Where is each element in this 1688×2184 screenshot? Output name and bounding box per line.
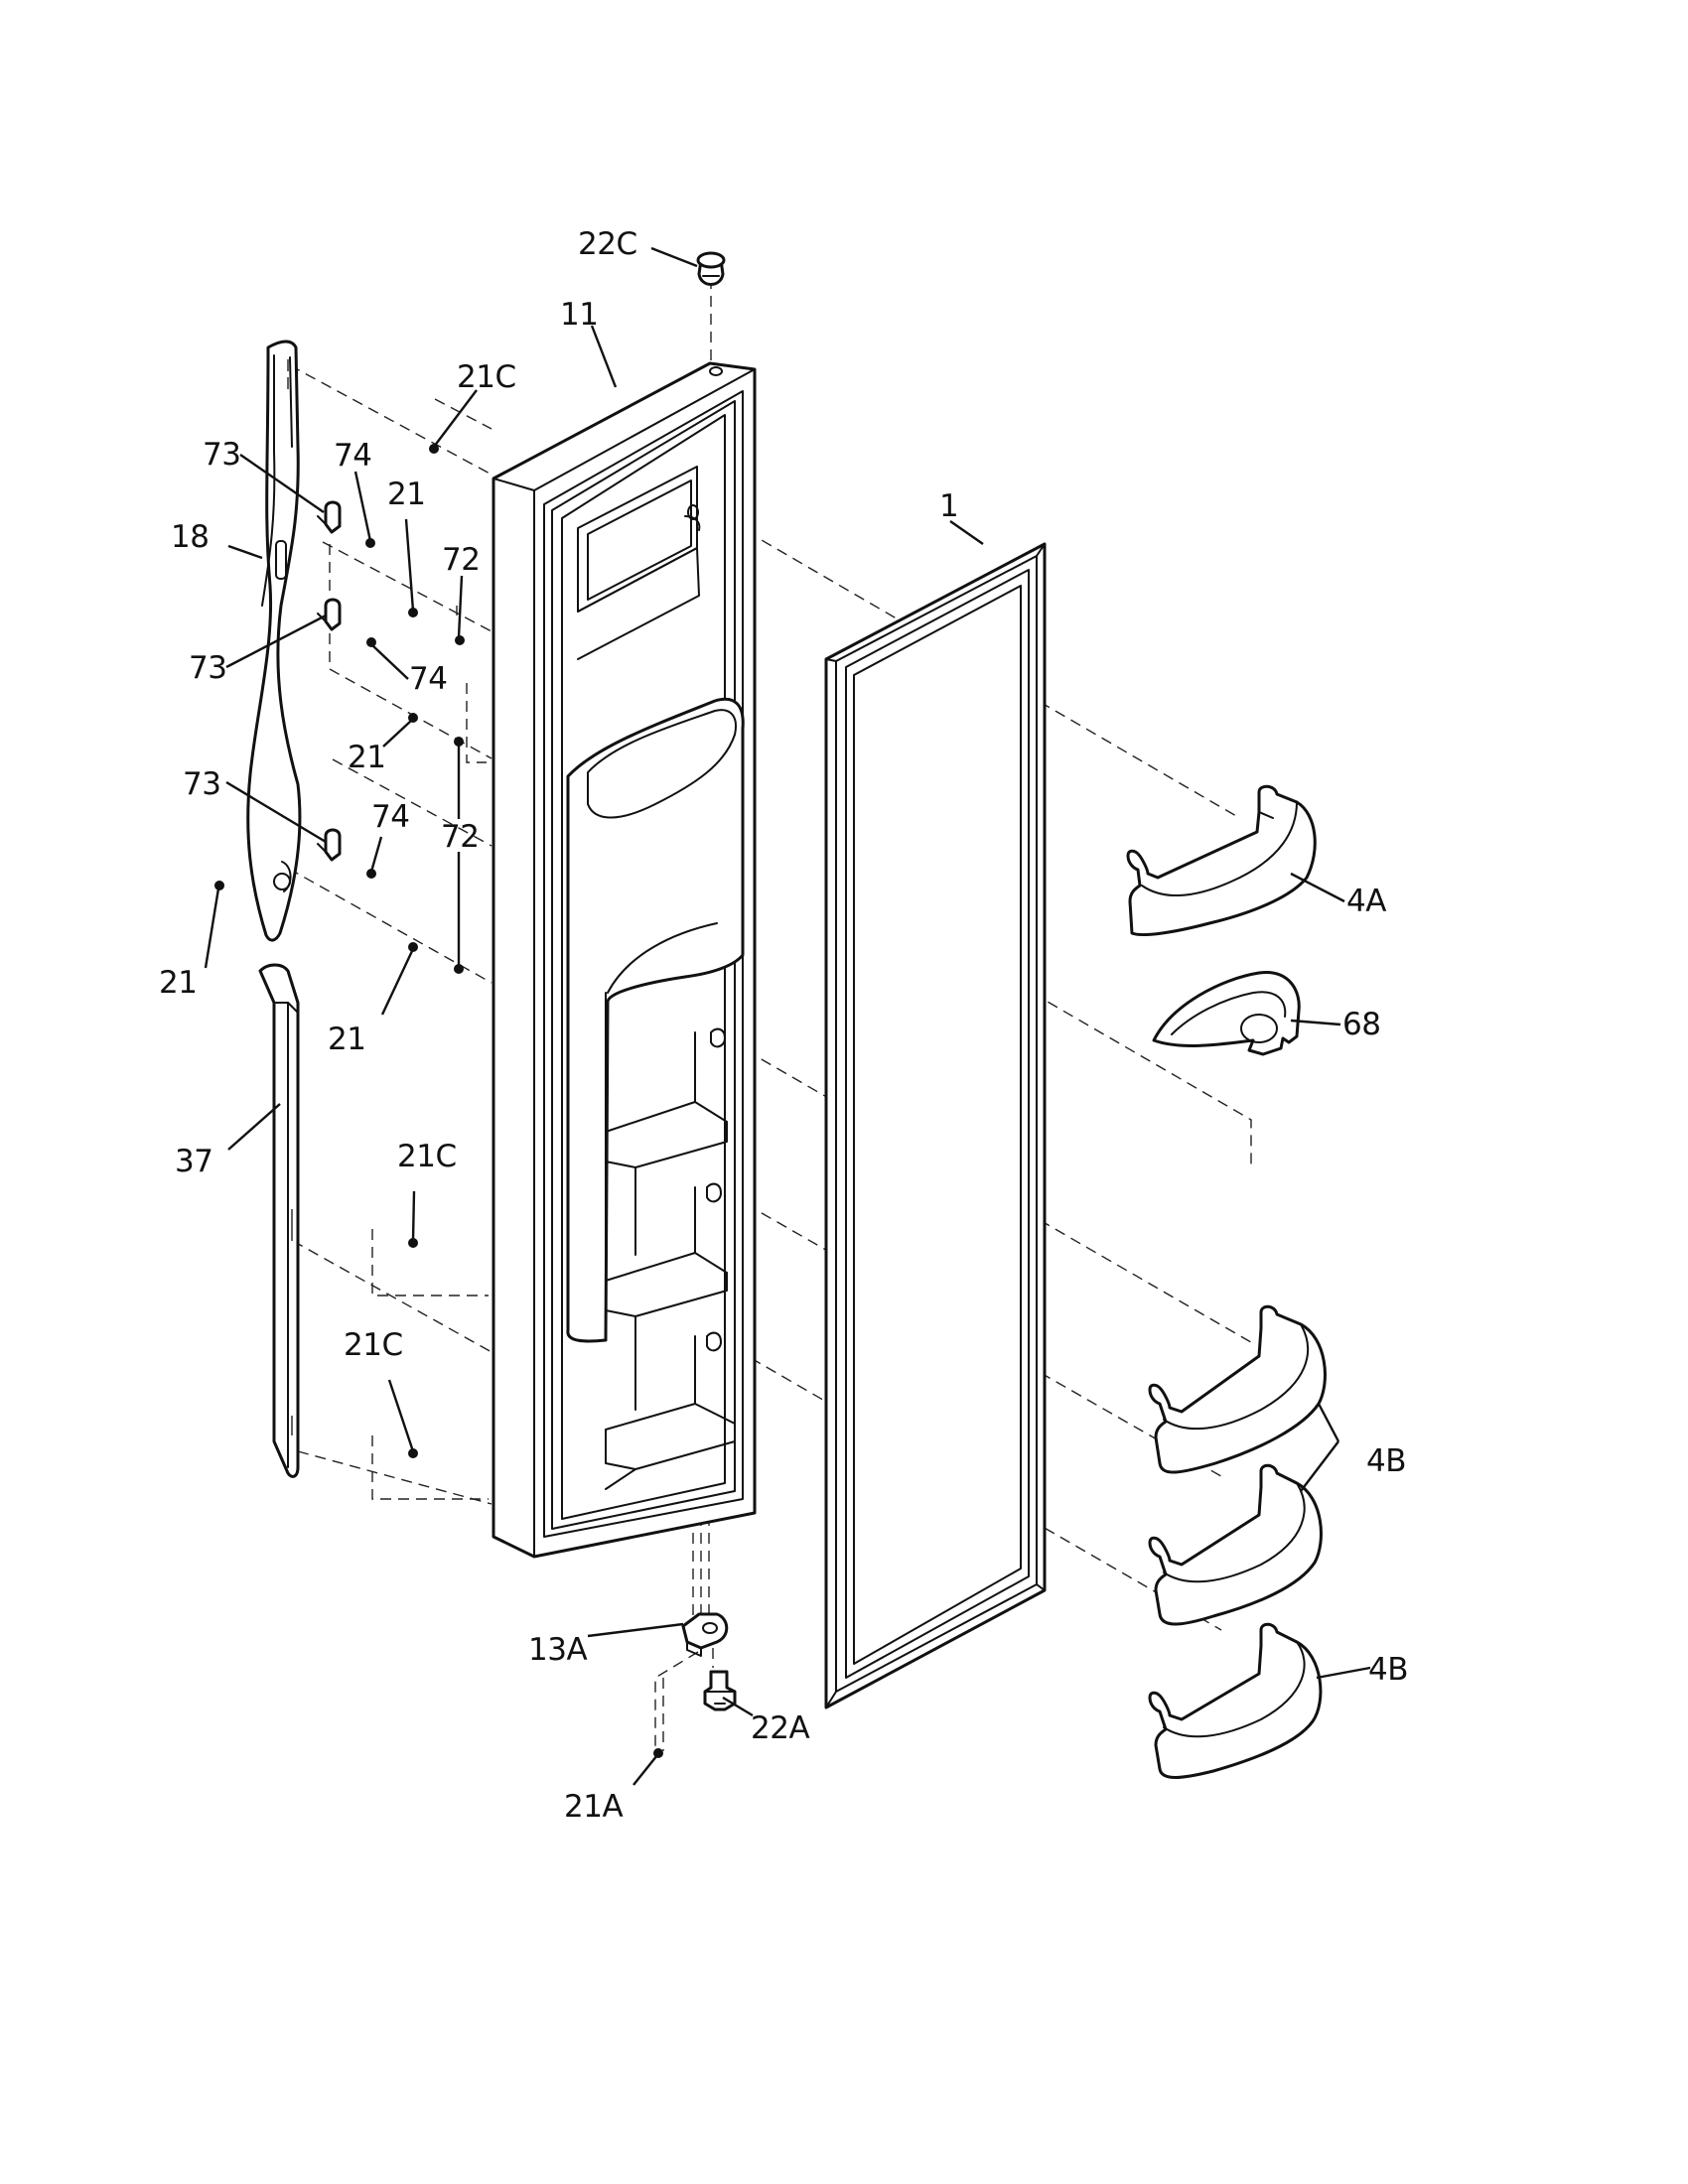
- callout-68: 68: [1342, 1007, 1380, 1042]
- lower-handle: [258, 963, 300, 1478]
- callout-72: 72: [442, 542, 480, 578]
- callout-22c: 22C: [578, 226, 637, 262]
- part-13a-hinge: [681, 1612, 729, 1657]
- callout-74: 74: [334, 438, 371, 474]
- callout-21: 21: [348, 740, 385, 775]
- callout-21c: 21C: [344, 1327, 403, 1363]
- callout-1: 1: [939, 488, 958, 524]
- callout-4b: 4B: [1368, 1652, 1408, 1688]
- bin-4b-middle: [1148, 1463, 1323, 1626]
- callout-74: 74: [409, 661, 447, 697]
- callout-21c: 21C: [457, 359, 516, 395]
- clip-73-b: [317, 598, 342, 631]
- callout-72: 72: [441, 819, 479, 855]
- callout-4b: 4B: [1366, 1443, 1406, 1479]
- upper-handle: [246, 340, 302, 942]
- callout-21: 21: [159, 965, 197, 1001]
- part-22c-plug: [696, 251, 726, 286]
- callout-37: 37: [175, 1144, 212, 1179]
- part-22a-pin: [703, 1670, 737, 1711]
- leader-lines: [204, 246, 1371, 1786]
- clip-73-c: [317, 828, 342, 862]
- callout-73: 73: [183, 766, 220, 802]
- door-panel: [492, 361, 757, 1559]
- funnel-68: [1152, 971, 1301, 1056]
- callout-74: 74: [371, 799, 409, 835]
- callout-73: 73: [203, 437, 240, 473]
- door-gasket: [824, 542, 1047, 1709]
- callout-21: 21: [328, 1022, 365, 1057]
- screws: [214, 444, 663, 1758]
- callout-labels: 22C 11 21C 73 74 18 21 72 1 73 74 21 73 …: [159, 226, 1409, 1825]
- callout-22a: 22A: [751, 1710, 809, 1746]
- bin-4a: [1126, 784, 1317, 937]
- callout-4a: 4A: [1346, 884, 1386, 919]
- bin-4b-upper: [1148, 1304, 1327, 1474]
- bin-4b-lower: [1148, 1622, 1323, 1779]
- callout-21: 21: [387, 477, 425, 512]
- callout-21c: 21C: [397, 1139, 457, 1174]
- callout-13a: 13A: [528, 1632, 587, 1668]
- callout-11: 11: [560, 297, 598, 333]
- clip-73-a: [317, 500, 342, 534]
- callout-21a: 21A: [564, 1789, 623, 1825]
- callout-18: 18: [171, 519, 209, 555]
- callout-73: 73: [189, 650, 226, 686]
